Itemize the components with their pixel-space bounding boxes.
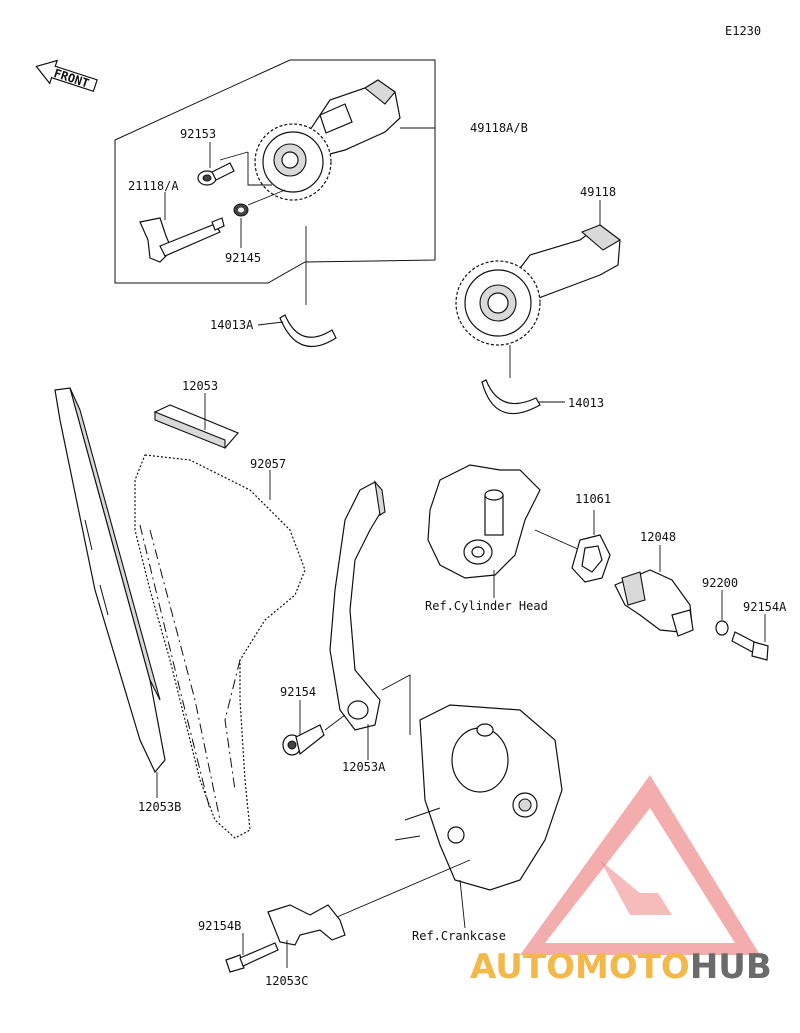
washer-92145 bbox=[233, 203, 249, 217]
bolt-92153 bbox=[197, 162, 235, 186]
label-12053a: 12053A bbox=[342, 760, 386, 774]
label-49118: 49118 bbox=[580, 185, 616, 199]
tensioner-12048 bbox=[614, 569, 694, 637]
cylinder-head-ref bbox=[427, 464, 541, 579]
ref-crankcase: Ref.Crankcase bbox=[412, 929, 506, 943]
guide-12053 bbox=[153, 404, 239, 449]
label-11061: 11061 bbox=[575, 492, 611, 506]
washer-92200 bbox=[715, 620, 729, 636]
watermark-text-automoto: AUTOMOTO bbox=[470, 947, 690, 987]
watermark-triangle-icon bbox=[520, 775, 760, 955]
watermark-text-hub: HUB bbox=[690, 947, 772, 987]
decompressor-21118a bbox=[139, 217, 225, 263]
watermark-logo bbox=[520, 775, 760, 955]
crankcase-ref bbox=[394, 704, 563, 891]
label-49118ab: 49118A/B bbox=[470, 121, 528, 135]
label-14013: 14013 bbox=[568, 396, 604, 410]
bracket-12053c bbox=[267, 904, 346, 946]
half-ring-14013a bbox=[279, 314, 337, 347]
bolt-92154a bbox=[731, 631, 769, 661]
label-14013a: 14013A bbox=[210, 318, 254, 332]
tensioner-arm-12053a bbox=[329, 480, 386, 731]
label-12053c: 12053C bbox=[265, 974, 308, 988]
label-12053b: 12053B bbox=[138, 800, 181, 814]
bolt-92154 bbox=[282, 724, 325, 756]
label-92057: 92057 bbox=[250, 457, 286, 471]
label-92153: 92153 bbox=[180, 127, 216, 141]
front-arrow-label: FRONT bbox=[52, 66, 91, 90]
label-12053: 12053 bbox=[182, 379, 218, 393]
label-12048: 12048 bbox=[640, 530, 676, 544]
label-92154a: 92154A bbox=[743, 600, 787, 614]
bolt-92154b bbox=[225, 942, 279, 973]
label-92154: 92154 bbox=[280, 685, 316, 699]
timing-chain-92057 bbox=[134, 454, 306, 839]
camshaft-49118 bbox=[455, 224, 621, 346]
assembly-box bbox=[114, 59, 436, 284]
half-ring-14013 bbox=[481, 379, 541, 415]
diagram-code: E1230 bbox=[725, 24, 761, 38]
gasket-11061 bbox=[571, 534, 611, 583]
camshaft-49118ab bbox=[254, 79, 401, 201]
label-21118a: 21118/A bbox=[128, 179, 179, 193]
label-92154b: 92154B bbox=[198, 919, 241, 933]
front-arrow-icon: FRONT bbox=[35, 59, 98, 93]
label-92200: 92200 bbox=[702, 576, 738, 590]
label-92145: 92145 bbox=[225, 251, 261, 265]
guide-12053b bbox=[54, 387, 166, 774]
watermark-text: AUTOMOTOHUB bbox=[470, 947, 772, 987]
ref-cylinder-head: Ref.Cylinder Head bbox=[425, 599, 548, 613]
